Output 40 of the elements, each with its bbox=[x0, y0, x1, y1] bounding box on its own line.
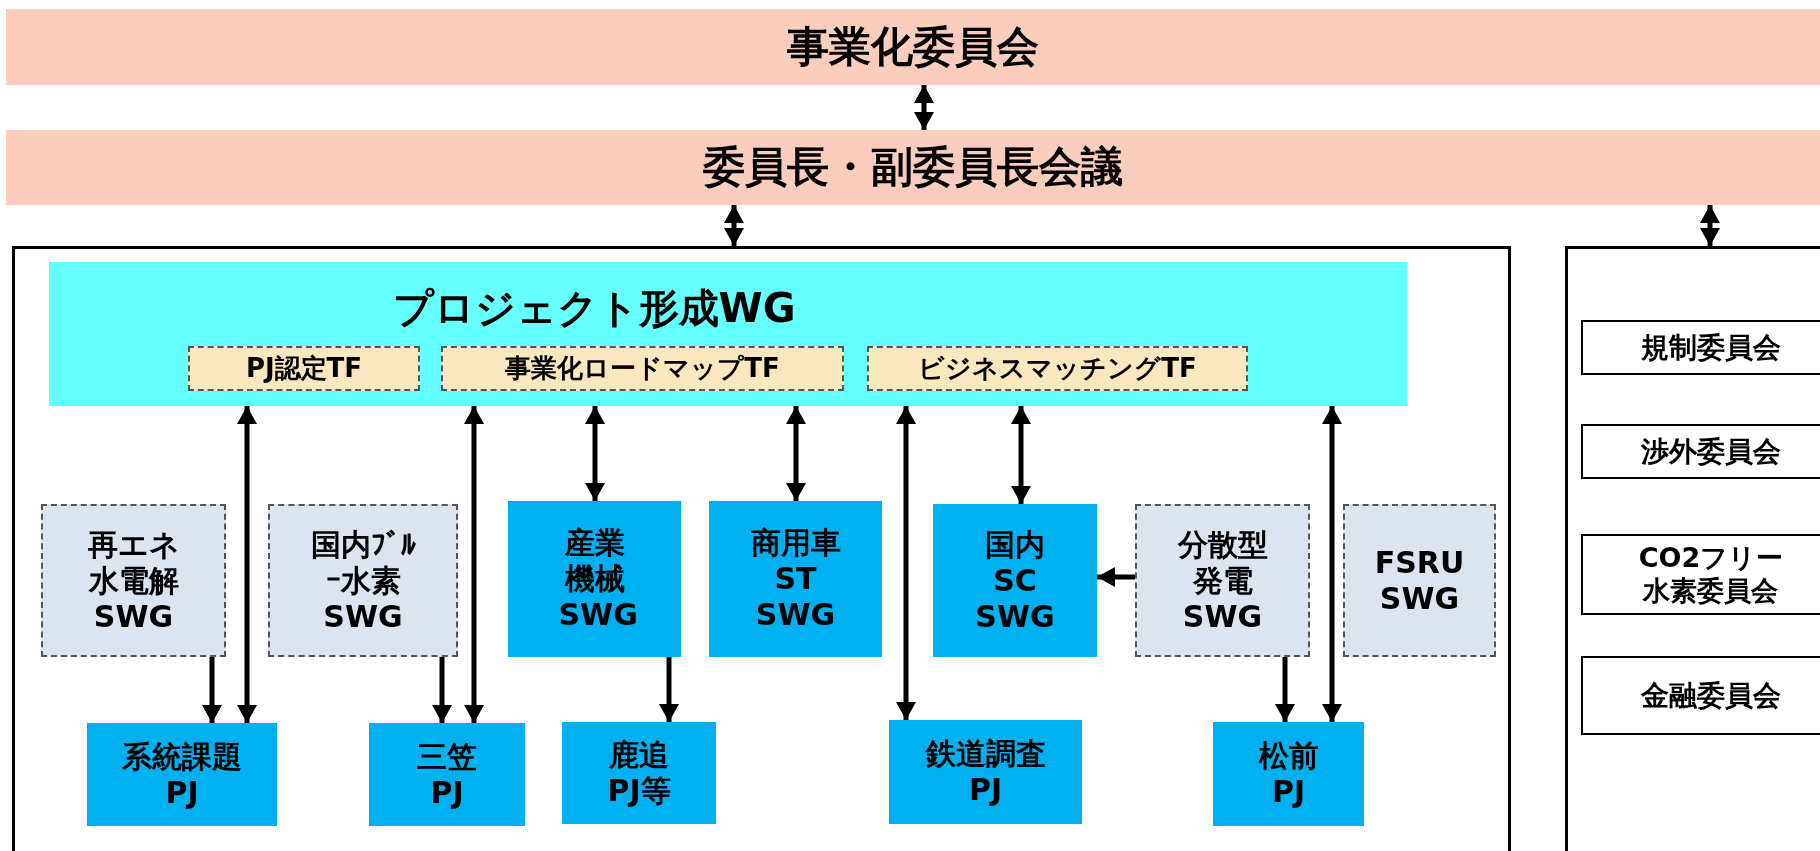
committee-band: 事業化委員会 bbox=[6, 9, 1820, 85]
committee-box: 規制委員会 bbox=[1581, 320, 1820, 375]
arrow bbox=[786, 406, 806, 501]
working-group-box bbox=[49, 262, 1407, 406]
frame-box bbox=[1565, 246, 1820, 851]
project-box: 系統課題PJ bbox=[87, 723, 277, 826]
group-title: プロジェクト形成WG bbox=[391, 284, 797, 332]
arrow bbox=[464, 406, 484, 723]
arrow bbox=[896, 406, 916, 720]
subgroup-box: 商用車ST SWG bbox=[709, 501, 882, 657]
arrow bbox=[1097, 567, 1135, 587]
arrow bbox=[585, 406, 605, 501]
committee-box: 金融委員会 bbox=[1581, 656, 1820, 735]
arrow bbox=[1322, 406, 1342, 722]
subgroup-box: 再エネ水電解SWG bbox=[41, 504, 226, 657]
project-box: 鉄道調査PJ bbox=[889, 720, 1082, 824]
arrow bbox=[237, 406, 257, 723]
subgroup-box: 分散型発電SWG bbox=[1135, 504, 1310, 657]
task-force-box: ビジネスマッチングTF bbox=[867, 346, 1248, 391]
arrow bbox=[1275, 657, 1295, 722]
task-force-box: PJ認定TF bbox=[188, 346, 420, 391]
arrow bbox=[659, 657, 679, 722]
subgroup-box: 国内SC SWG bbox=[933, 504, 1097, 657]
arrow bbox=[1011, 406, 1031, 504]
frame-box bbox=[12, 246, 1511, 851]
arrow bbox=[724, 205, 744, 246]
subgroup-box: FSRU SWG bbox=[1343, 504, 1496, 657]
arrow bbox=[202, 657, 222, 723]
project-box: 鹿追PJ等 bbox=[562, 722, 716, 824]
committee-box: CO2フリー水素委員会 bbox=[1581, 534, 1820, 615]
subgroup-box: 国内ﾌﾞﾙｰ水素SWG bbox=[268, 504, 458, 657]
project-box: 松前PJ bbox=[1213, 722, 1364, 826]
subgroup-box: 産業機械SWG bbox=[508, 501, 681, 657]
committee-box: 渉外委員会 bbox=[1581, 424, 1820, 479]
arrow bbox=[432, 657, 452, 723]
arrow bbox=[1700, 205, 1720, 246]
arrow bbox=[914, 85, 934, 130]
task-force-box: 事業化ロードマップTF bbox=[441, 346, 844, 391]
project-box: 三笠PJ bbox=[369, 723, 525, 826]
committee-band: 委員長・副委員長会議 bbox=[6, 130, 1820, 205]
